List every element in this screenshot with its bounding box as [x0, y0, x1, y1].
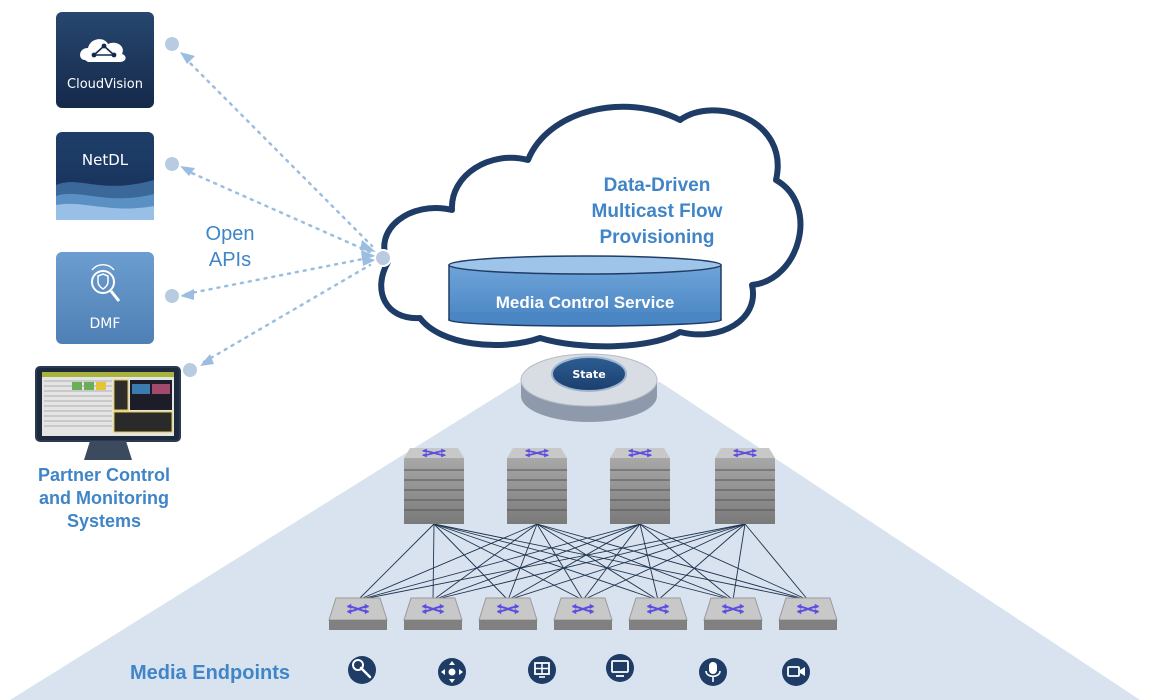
netdl-tile[interactable]: NetDL — [56, 132, 154, 220]
leaf-switch[interactable] — [778, 597, 838, 630]
monitor-dashboard-icon — [42, 372, 174, 436]
api-arrowheads — [180, 52, 376, 366]
media-endpoints-label: Media Endpoints — [130, 662, 290, 684]
camera-icon[interactable] — [348, 656, 376, 684]
partner-connector — [181, 361, 199, 379]
spine-switch[interactable] — [404, 447, 464, 524]
cloud-title-line3: Provisioning — [599, 227, 714, 248]
partner-caption-line1: Partner Control — [38, 465, 170, 485]
spine-switch[interactable] — [610, 447, 670, 524]
leaf-switch[interactable] — [403, 597, 463, 630]
fabric-background — [10, 382, 1140, 700]
shield-magnifier-icon — [91, 264, 121, 302]
fabric-links — [357, 523, 809, 601]
leaf-switch[interactable] — [703, 597, 763, 630]
dmf-connector — [163, 287, 181, 305]
cloud-title-line2: Multicast Flow — [592, 201, 723, 222]
service-label: Media Control Service — [496, 293, 675, 312]
spine-switch[interactable] — [715, 447, 775, 524]
wave-graph-icon — [56, 180, 154, 220]
leaf-switch[interactable] — [328, 597, 388, 630]
cloud-network-icon — [80, 39, 126, 62]
media-control-service-db: Media Control Service — [448, 255, 722, 327]
cloud-api-connector — [374, 249, 392, 267]
cloudvision-connector — [163, 35, 181, 53]
leaf-switch[interactable] — [478, 597, 538, 630]
joystick-icon[interactable] — [438, 658, 466, 686]
cloud-title-line1: Data-Driven — [604, 175, 711, 196]
partner-caption-line3: Systems — [67, 511, 141, 531]
display-grid-icon[interactable] — [528, 656, 556, 684]
netdl-connector — [163, 155, 181, 173]
partner-caption-line2: and Monitoring — [39, 488, 169, 508]
cloudvision-tile[interactable]: CloudVision — [56, 12, 154, 108]
state-store: State — [520, 353, 658, 422]
video-camera-icon[interactable] — [782, 658, 810, 686]
microphone-icon[interactable] — [699, 658, 727, 686]
open-apis-line2: APIs — [209, 249, 251, 271]
leaf-switch[interactable] — [628, 597, 688, 630]
spine-switch[interactable] — [507, 447, 567, 524]
state-label: State — [572, 368, 605, 381]
open-apis-line1: Open — [206, 223, 255, 245]
dmf-tile[interactable]: DMF — [56, 252, 154, 344]
dmf-label: DMF — [90, 316, 121, 332]
monitor-icon[interactable] — [606, 654, 634, 682]
netdl-label: NetDL — [82, 151, 129, 169]
partner-monitor[interactable] — [35, 366, 181, 460]
leaf-switch[interactable] — [553, 597, 613, 630]
cloudvision-label: CloudVision — [67, 77, 143, 92]
api-connections — [183, 56, 374, 364]
